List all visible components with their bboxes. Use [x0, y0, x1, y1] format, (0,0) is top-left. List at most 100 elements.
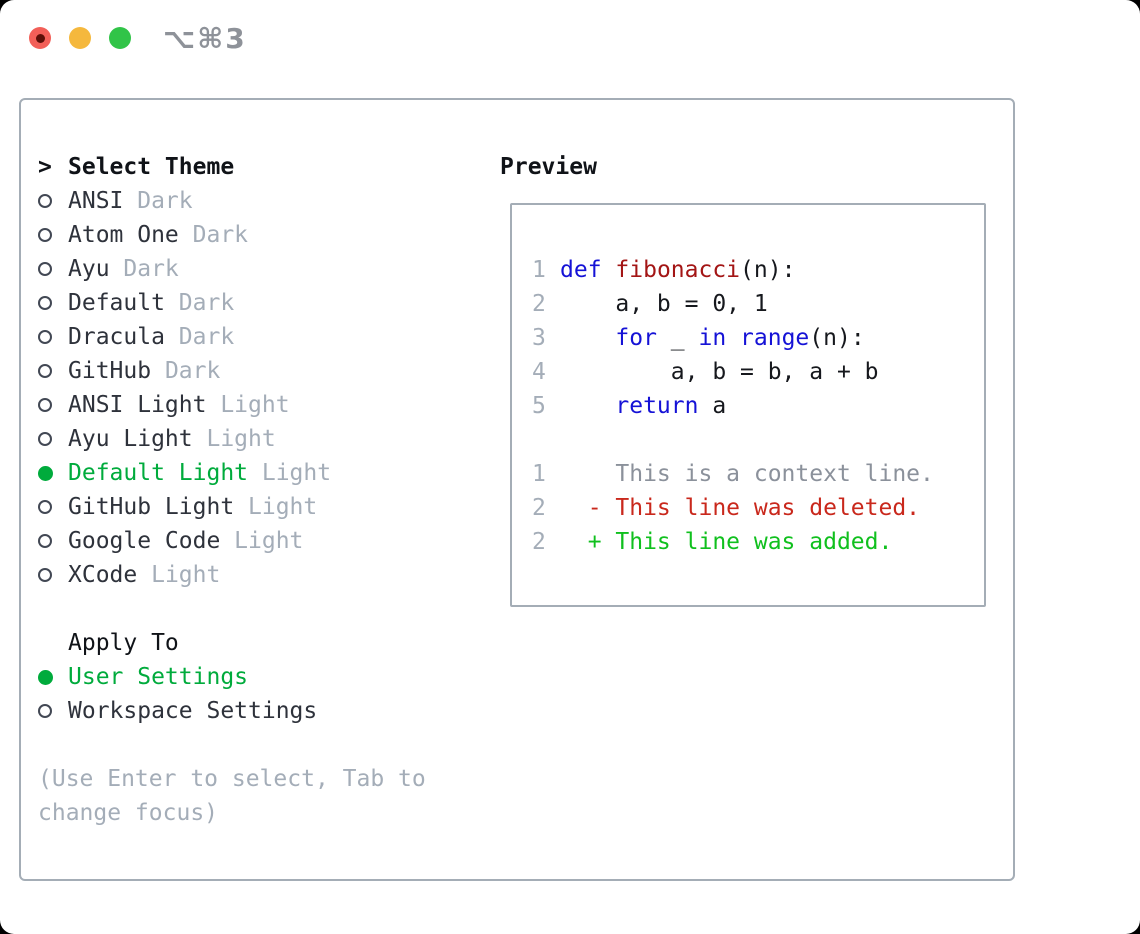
code-token: in — [698, 325, 727, 351]
theme-name: ANSI — [68, 188, 124, 214]
line-number: 5 — [532, 393, 546, 419]
theme-list-item[interactable]: ANSI Dark — [38, 184, 500, 218]
preview-line: 4 a, b = b, a + b — [532, 355, 984, 389]
theme-variant: Dark — [178, 324, 235, 350]
theme-variant: Dark — [137, 188, 193, 214]
line-number: 1 — [532, 461, 546, 487]
code-token: - This line was deleted. — [560, 495, 921, 521]
preview-line: 2 + This line was added. — [532, 525, 984, 559]
radio-icon — [38, 704, 52, 718]
apply-to-label: Workspace Settings — [68, 698, 318, 724]
code-token: (n): — [740, 257, 796, 283]
theme-list-item[interactable]: Default Dark — [38, 286, 500, 320]
code-token: def — [560, 257, 602, 283]
preview-line: 2 a, b = 0, 1 — [532, 287, 984, 321]
apply-to-title: Apply To — [68, 630, 179, 656]
theme-name: ANSI Light — [68, 392, 207, 418]
window-title: ⌥⌘3 — [163, 21, 247, 55]
radio-icon — [38, 262, 52, 276]
spacer — [38, 728, 500, 762]
radio-icon — [38, 228, 52, 242]
preview-line — [532, 423, 984, 457]
theme-name: GitHub — [68, 358, 152, 384]
close-button[interactable] — [29, 27, 51, 49]
titlebar: ⌥⌘3 — [29, 22, 247, 55]
code-token: + This line was added. — [560, 529, 893, 555]
radio-icon — [38, 330, 52, 344]
radio-icon — [38, 500, 52, 514]
theme-list-item[interactable]: GitHub Dark — [38, 354, 500, 388]
code-token: for — [615, 325, 657, 351]
theme-list-item[interactable]: XCode Light — [38, 558, 500, 592]
theme-name: Google Code — [68, 528, 221, 554]
theme-list-item[interactable]: Ayu Light Light — [38, 422, 500, 456]
theme-name: GitHub Light — [68, 494, 235, 520]
modified-dot-icon — [35, 33, 45, 43]
radio-selected-icon — [38, 465, 53, 481]
apply-to-header: Apply To — [38, 626, 500, 660]
theme-list-item[interactable]: ANSI Light Light — [38, 388, 500, 422]
theme-name: Default — [68, 290, 165, 316]
preview-line: 2 - This line was deleted. — [532, 491, 984, 525]
theme-variant: Light — [206, 426, 276, 452]
line-number: 2 — [532, 495, 546, 521]
code-token — [560, 393, 615, 419]
theme-list-title: Select Theme — [68, 154, 235, 180]
zoom-button[interactable] — [109, 27, 131, 49]
code-token: a, b = b, a + b — [560, 359, 879, 385]
radio-icon — [38, 432, 52, 446]
theme-name: Dracula — [68, 324, 165, 350]
theme-name: Ayu — [68, 256, 110, 282]
radio-icon — [38, 568, 52, 582]
theme-variant: Light — [248, 494, 318, 520]
code-token: This is a context line. — [560, 461, 934, 487]
code-token — [602, 257, 616, 283]
code-token: a — [698, 393, 727, 419]
theme-list-header: > Select Theme — [38, 150, 500, 184]
theme-name: XCode — [68, 562, 138, 588]
radio-icon — [38, 364, 52, 378]
radio-icon — [38, 296, 52, 310]
theme-variant: Light — [151, 562, 221, 588]
theme-list-item[interactable]: Dracula Dark — [38, 320, 500, 354]
code-token: a, b = 0, 1 — [560, 291, 768, 317]
preview-line: 3 for _ in range(n): — [532, 321, 984, 355]
prompt-caret-icon: > — [38, 154, 52, 180]
apply-to-label: User Settings — [68, 664, 249, 690]
line-number — [532, 423, 546, 457]
minimize-button[interactable] — [69, 27, 91, 49]
code-token: fibonacci — [615, 257, 741, 283]
preview-title: Preview — [500, 154, 597, 180]
theme-list-item[interactable]: GitHub Light Light — [38, 490, 500, 524]
theme-variant: Dark — [164, 358, 221, 384]
theme-name: Ayu Light — [68, 426, 193, 452]
line-number: 1 — [532, 257, 546, 283]
theme-variant: Light — [261, 460, 332, 486]
code-token: _ — [656, 325, 699, 351]
code-token: return — [615, 393, 699, 419]
apply-to-option[interactable]: User Settings — [38, 660, 500, 694]
theme-variant: Light — [220, 392, 290, 418]
code-token — [726, 325, 740, 351]
theme-variant: Dark — [178, 290, 235, 316]
preview-line: 5 return a — [532, 389, 984, 423]
preview-line: 1 This is a context line. — [532, 457, 984, 491]
apply-to-option[interactable]: Workspace Settings — [38, 694, 500, 728]
spacer — [38, 592, 500, 626]
line-number: 3 — [532, 325, 546, 351]
line-number: 4 — [532, 359, 546, 385]
code-token: (n): — [809, 325, 865, 351]
line-number: 2 — [532, 291, 546, 317]
